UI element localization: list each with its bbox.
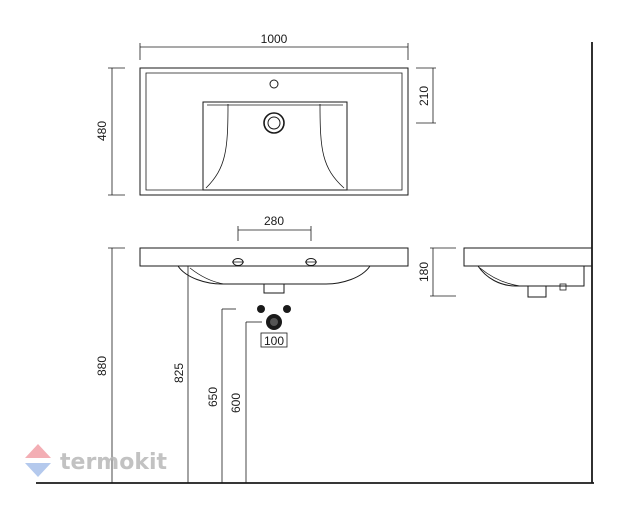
side-view-drain-stub (527, 286, 547, 298)
dim-825-label: 825 (172, 363, 186, 383)
side-view-slab (463, 247, 592, 267)
side-view-bowl-curve (479, 267, 521, 287)
top-view-inner-rim (145, 72, 403, 191)
dim-180-label: 180 (417, 262, 431, 282)
supply-inlet-right (283, 305, 291, 313)
dim-650-label: 650 (206, 387, 220, 407)
dim-100-label: 100 (264, 334, 284, 348)
top-view-drain-inner (267, 116, 281, 130)
top-view: 1000 480 210 (95, 32, 436, 196)
front-view-bowl-left-inner (189, 267, 225, 285)
termokit-logo-bottom-icon (25, 463, 51, 477)
supply-inlet-left (257, 305, 265, 313)
front-view-drain-stub (263, 284, 285, 294)
dim-280-label: 280 (264, 214, 284, 228)
top-view-bowl (202, 101, 348, 191)
top-view-outer-outline (139, 67, 409, 196)
side-view-bowl-underside (477, 265, 585, 287)
front-view: 280 100 880 825 650 600 (95, 214, 409, 483)
drain-outlet-inner (270, 318, 278, 326)
dim-1000-label: 1000 (261, 32, 288, 46)
dim-880-label: 880 (95, 356, 109, 376)
front-view-bowl-underside (177, 265, 371, 285)
front-view-slab (139, 247, 409, 267)
side-view: 180 (417, 247, 592, 298)
side-view-overflow (559, 283, 567, 291)
top-view-drain-outer (263, 112, 285, 134)
top-view-tap-hole (269, 79, 279, 89)
top-view-bowl-left-curve (205, 103, 229, 189)
dim-600-label: 600 (229, 393, 243, 413)
termokit-watermark: termokit (25, 444, 167, 477)
termokit-logo-top-icon (25, 444, 51, 458)
top-view-bowl-right-curve (319, 103, 345, 189)
dim-210-label: 210 (417, 86, 431, 106)
termokit-wordmark: termokit (60, 450, 167, 475)
dim-100-box (260, 332, 288, 348)
dim-480-label: 480 (95, 121, 109, 141)
